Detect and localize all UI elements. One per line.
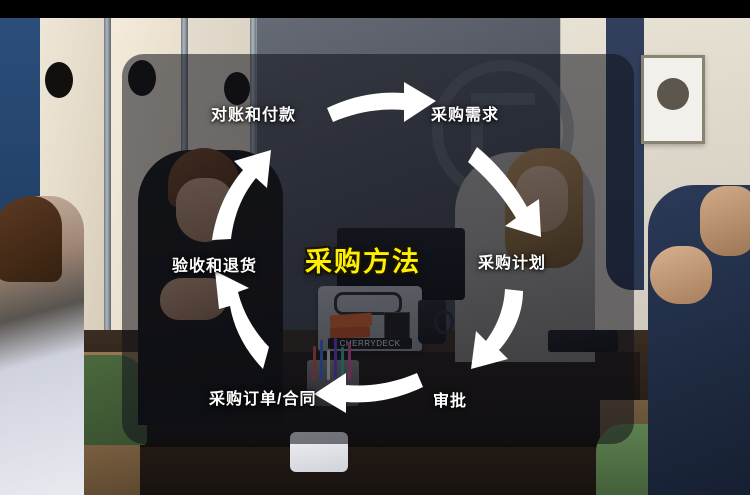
node-label-purchase-order-contract: 采购订单/合同	[209, 391, 317, 408]
arrow-approval-to-order	[314, 373, 423, 413]
node-label-approval: 审批	[433, 393, 468, 410]
node-label-procurement-plan: 采购计划	[478, 255, 547, 272]
arrow-inspect-to-reconcile	[212, 150, 271, 240]
person-foreground-right-head	[700, 186, 750, 256]
node-label-acceptance-and-return: 验收和退货	[172, 258, 258, 275]
arrow-plan-to-approval	[471, 289, 523, 369]
framed-picture	[641, 55, 705, 144]
arrow-order-to-inspect	[215, 271, 269, 369]
node-label-procurement-demand: 采购需求	[431, 107, 500, 124]
panel-hole-1	[45, 62, 73, 98]
person-foreground-left-hair	[0, 196, 62, 282]
window-mullion-1	[104, 0, 111, 340]
person-foreground-right-hand	[650, 246, 712, 304]
letterbox-bar-top	[0, 0, 750, 18]
arrow-demand-to-plan	[468, 147, 541, 237]
diagram-center-title: 采购方法	[305, 247, 421, 277]
arrow-reconcile-to-demand	[327, 82, 436, 122]
node-label-reconcile-and-payment: 对账和付款	[211, 107, 297, 124]
